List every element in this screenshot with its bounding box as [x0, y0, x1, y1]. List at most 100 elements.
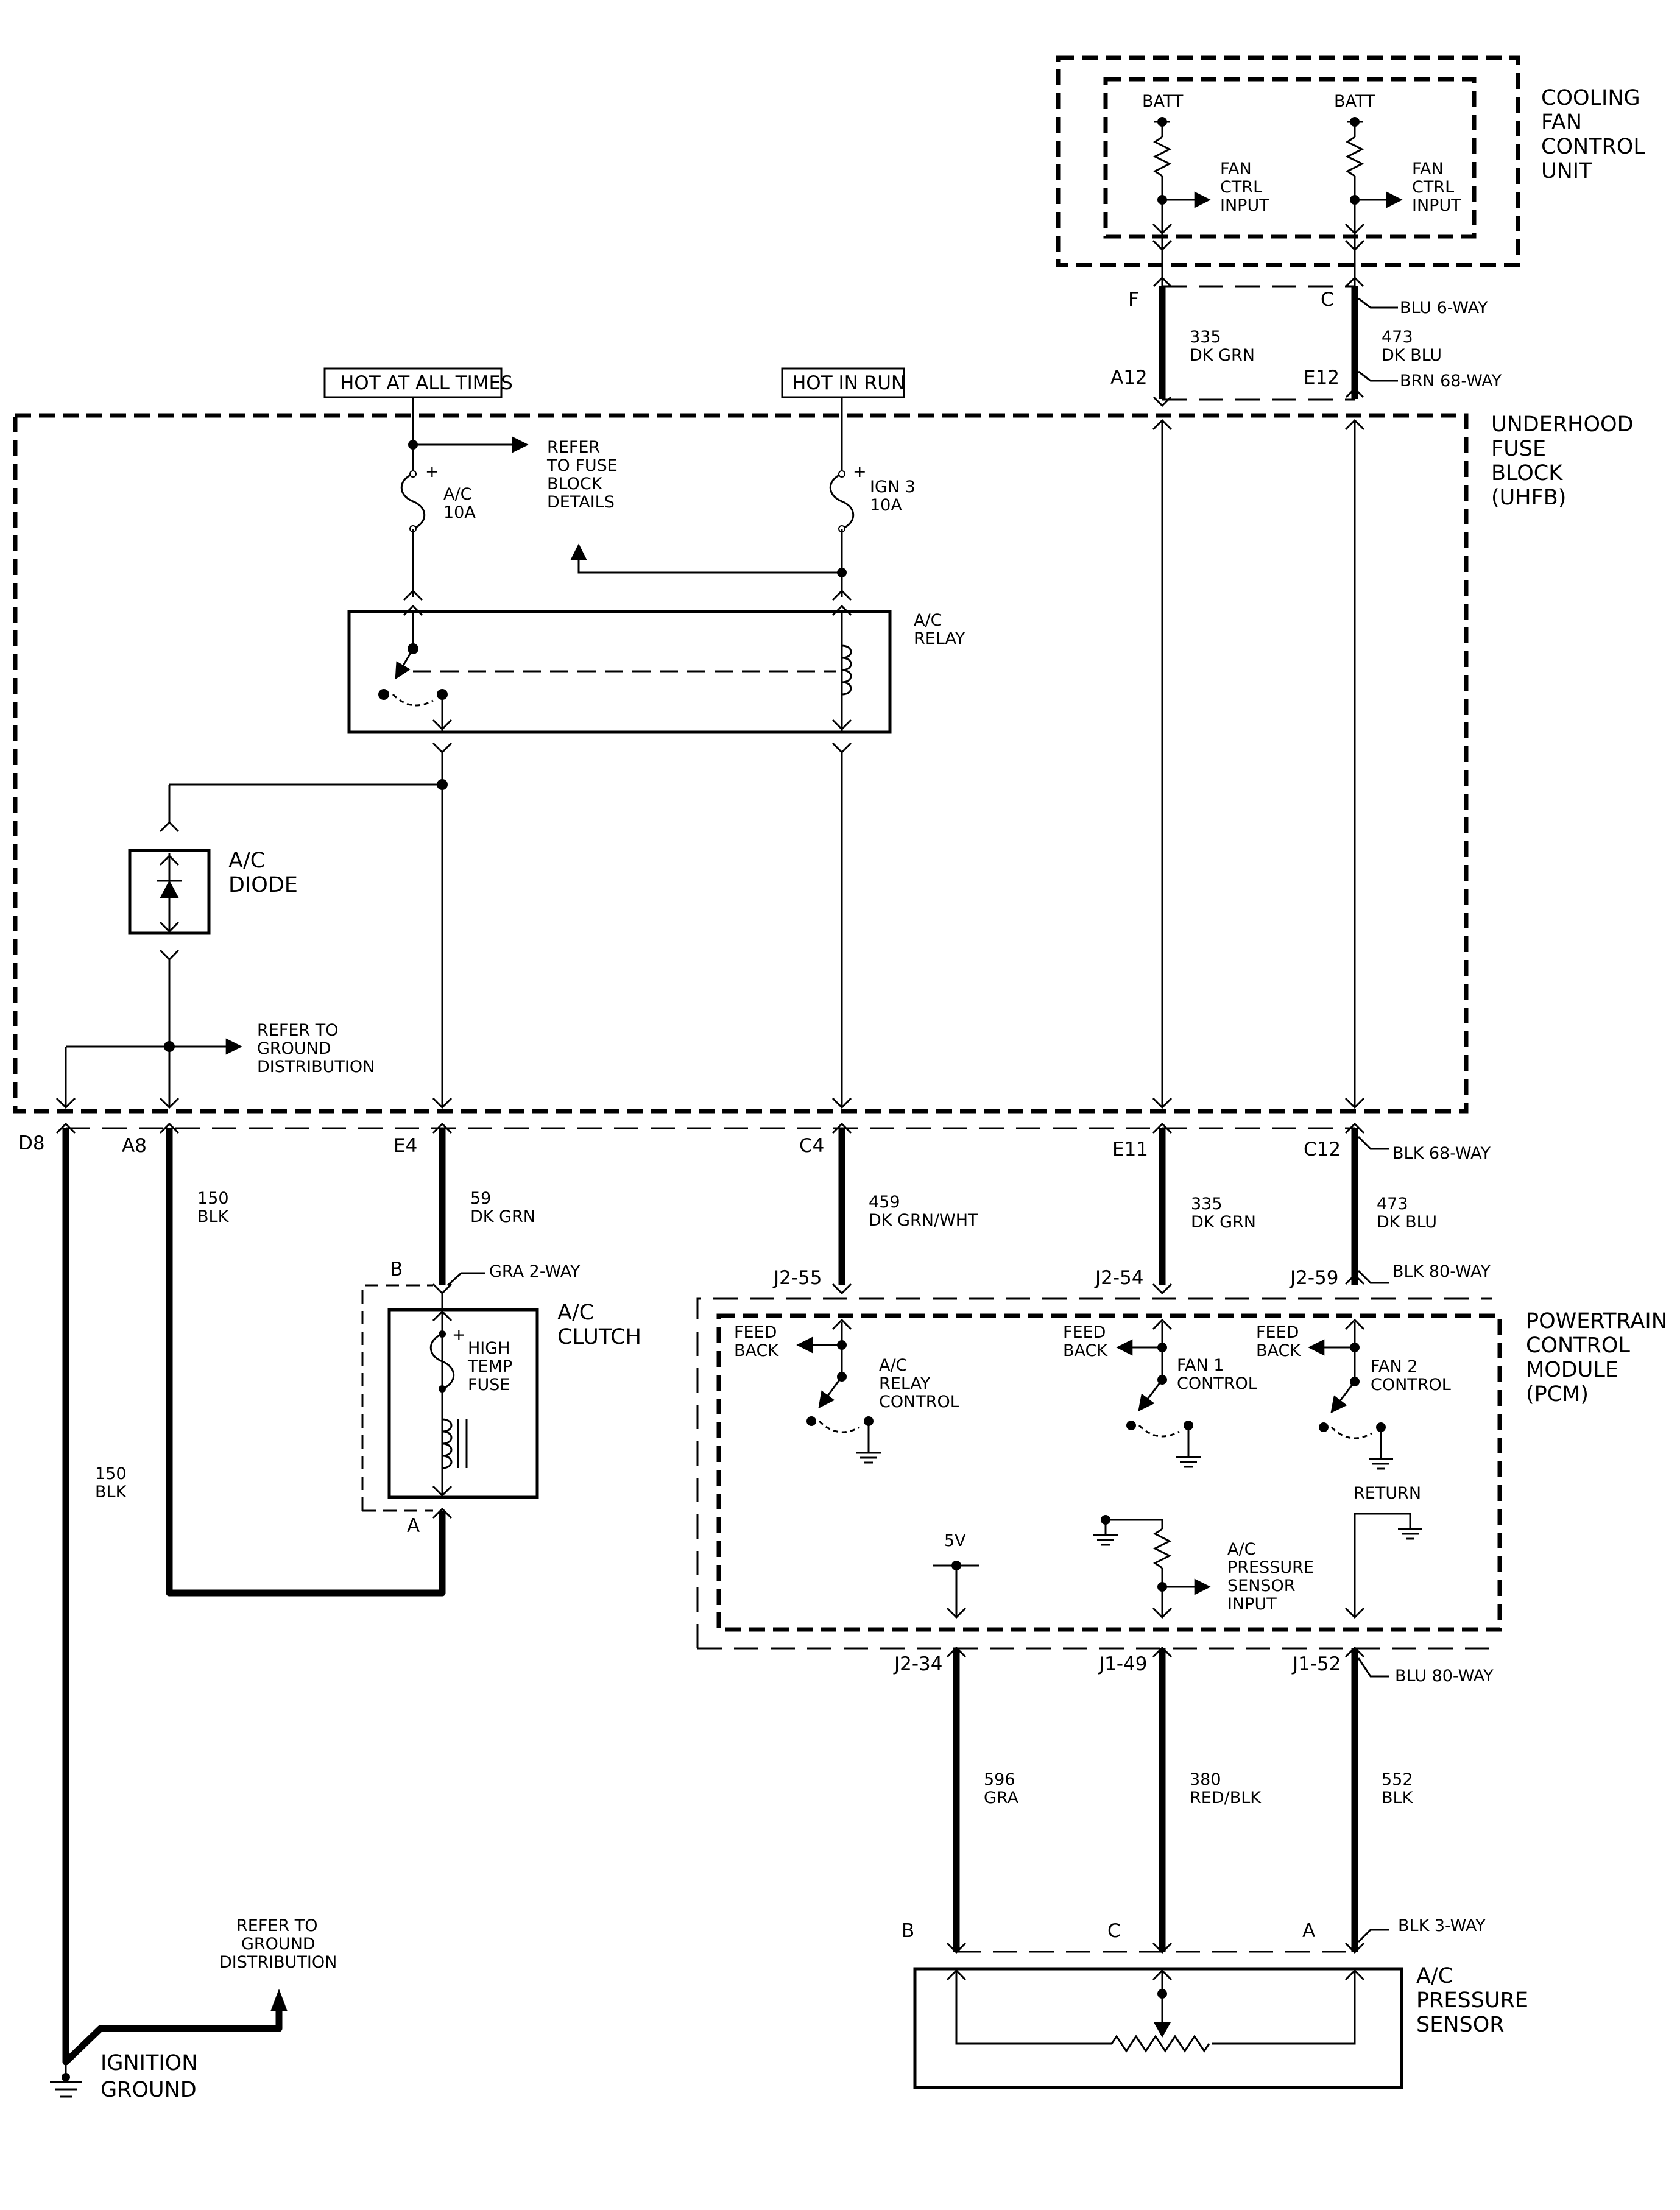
cooling-fan-control-unit: COOLING FAN CONTROL UNIT BATT FAN CTRL I… [1056, 55, 1645, 267]
svg-text:FAN 1: FAN 1 [1177, 1356, 1224, 1375]
underhood-fuse-block: UNDERHOOD FUSE BLOCK (UHFB) REFER TO FUS… [13, 412, 1634, 1114]
svg-text:A12: A12 [1110, 367, 1148, 389]
svg-text:5V: 5V [944, 1531, 966, 1550]
hot-at-all-times-label: HOT AT ALL TIMES [323, 367, 513, 398]
svg-text:(UHFB): (UHFB) [1491, 485, 1566, 510]
svg-text:GROUND: GROUND [257, 1039, 331, 1058]
svg-text:GROUND: GROUND [101, 2078, 197, 2102]
batt-label-right: BATT [1334, 92, 1375, 111]
svg-text:BACK: BACK [1256, 1341, 1301, 1360]
svg-text:TO FUSE: TO FUSE [546, 456, 618, 475]
svg-text:C: C [1321, 289, 1334, 311]
svg-text:C: C [1107, 1920, 1121, 1942]
svg-text:59: 59 [470, 1189, 491, 1208]
svg-text:BLOCK: BLOCK [1491, 461, 1563, 485]
svg-text:IGN 3: IGN 3 [870, 478, 916, 496]
svg-text:CTRL: CTRL [1412, 178, 1454, 197]
clutch-coil-icon [442, 1418, 453, 1469]
svg-text:PRESSURE: PRESSURE [1227, 1558, 1314, 1577]
wire-150-blk-ignition [62, 1128, 283, 2066]
svg-text:HOT AT ALL TIMES: HOT AT ALL TIMES [340, 372, 513, 394]
svg-text:CONTROL: CONTROL [879, 1393, 959, 1411]
hot-in-run-label: HOT IN RUN [781, 367, 905, 398]
svg-text:+: + [452, 1326, 466, 1344]
svg-text:DK GRN: DK GRN [1191, 1213, 1256, 1232]
svg-text:A8: A8 [122, 1135, 147, 1157]
svg-text:(PCM): (PCM) [1526, 1382, 1589, 1407]
svg-text:A: A [407, 1515, 420, 1537]
svg-text:INPUT: INPUT [1412, 196, 1461, 215]
svg-text:FEED: FEED [1256, 1323, 1299, 1342]
svg-text:D8: D8 [18, 1132, 45, 1154]
svg-text:SENSOR: SENSOR [1416, 2013, 1505, 2037]
svg-text:A/C: A/C [1227, 1540, 1255, 1559]
svg-text:473: 473 [1382, 328, 1413, 347]
svg-text:BLK 80-WAY: BLK 80-WAY [1392, 1262, 1491, 1281]
svg-text:459: 459 [869, 1193, 900, 1212]
svg-text:10A: 10A [870, 496, 902, 515]
svg-text:A/C: A/C [557, 1301, 594, 1325]
svg-text:CONTROL: CONTROL [1541, 135, 1645, 159]
potentiometer-icon [1110, 2035, 1210, 2053]
svg-text:596: 596 [984, 1770, 1015, 1789]
ignition-ground: IGNITION GROUND REFER TO GROUND DISTRIBU… [50, 1916, 337, 2102]
svg-text:A/C: A/C [914, 611, 942, 630]
svg-text:E4: E4 [394, 1135, 417, 1157]
svg-text:INPUT: INPUT [1220, 196, 1269, 215]
svg-text:BLU 6-WAY: BLU 6-WAY [1400, 298, 1488, 317]
svg-text:REFER TO: REFER TO [257, 1021, 339, 1040]
svg-text:FEED: FEED [1063, 1323, 1106, 1342]
svg-text:PRESSURE: PRESSURE [1416, 1988, 1528, 2013]
svg-text:GRA: GRA [984, 1788, 1019, 1807]
svg-text:J1-52: J1-52 [1291, 1653, 1341, 1675]
svg-text:SENSOR: SENSOR [1227, 1576, 1296, 1595]
svg-text:A/C: A/C [879, 1356, 907, 1375]
high-temp-fuse-icon [429, 1333, 455, 1390]
svg-text:10A: 10A [443, 503, 476, 522]
svg-text:CONTROL: CONTROL [1371, 1375, 1451, 1394]
svg-text:J2-54: J2-54 [1094, 1267, 1144, 1289]
svg-text:BLU 80-WAY: BLU 80-WAY [1395, 1667, 1494, 1686]
relay-coil-icon [841, 644, 852, 696]
svg-text:FAN 2: FAN 2 [1371, 1357, 1417, 1376]
svg-text:J2-59: J2-59 [1289, 1267, 1339, 1289]
svg-text:DIODE: DIODE [228, 873, 298, 897]
svg-text:HOT IN RUN: HOT IN RUN [792, 372, 905, 394]
svg-text:150: 150 [197, 1189, 229, 1208]
svg-text:DETAILS: DETAILS [547, 493, 615, 512]
powertrain-control-module: POWERTRAIN CONTROL MODULE (PCM) J2-55 J2… [696, 1262, 1667, 1686]
svg-text:A/C: A/C [228, 849, 265, 873]
svg-text:DK GRN/WHT: DK GRN/WHT [869, 1211, 978, 1230]
ac-diode [128, 849, 211, 935]
svg-text:A/C: A/C [443, 485, 471, 504]
svg-text:CLUTCH: CLUTCH [557, 1325, 641, 1349]
svg-text:FUSE: FUSE [468, 1375, 510, 1394]
svg-text:UNIT: UNIT [1541, 159, 1592, 183]
svg-text:J2-55: J2-55 [772, 1267, 822, 1289]
svg-text:+: + [853, 462, 867, 481]
svg-text:BRN 68-WAY: BRN 68-WAY [1400, 372, 1502, 390]
svg-text:+: + [425, 462, 439, 481]
svg-text:CTRL: CTRL [1220, 178, 1262, 197]
svg-text:CONTROL: CONTROL [1526, 1333, 1630, 1358]
ac-fuse-icon [400, 473, 426, 530]
svg-text:RELAY: RELAY [914, 629, 965, 648]
svg-text:MODULE: MODULE [1526, 1358, 1618, 1382]
svg-text:B: B [902, 1920, 914, 1942]
svg-text:RED/BLK: RED/BLK [1190, 1788, 1262, 1807]
svg-text:B: B [390, 1259, 403, 1280]
batt-label-left: BATT [1142, 92, 1184, 111]
ac-pressure-sensor: A/C PRESSURE SENSOR [913, 1964, 1528, 2089]
svg-text:DK GRN: DK GRN [470, 1207, 535, 1226]
svg-text:DISTRIBUTION: DISTRIBUTION [257, 1057, 375, 1076]
svg-text:REFER TO: REFER TO [236, 1916, 318, 1935]
svg-text:552: 552 [1382, 1770, 1413, 1789]
svg-text:COOLING: COOLING [1541, 86, 1640, 110]
svg-text:A: A [1302, 1920, 1315, 1942]
svg-text:FAN: FAN [1412, 160, 1444, 178]
svg-text:E12: E12 [1304, 367, 1339, 389]
svg-text:FAN: FAN [1220, 160, 1252, 178]
svg-text:F: F [1128, 289, 1139, 311]
svg-text:BACK: BACK [1063, 1341, 1108, 1360]
harness-wires: 150 BLK 150 BLK 59 DK GRN 459 DK GRN/WHT… [62, 1128, 1437, 2066]
